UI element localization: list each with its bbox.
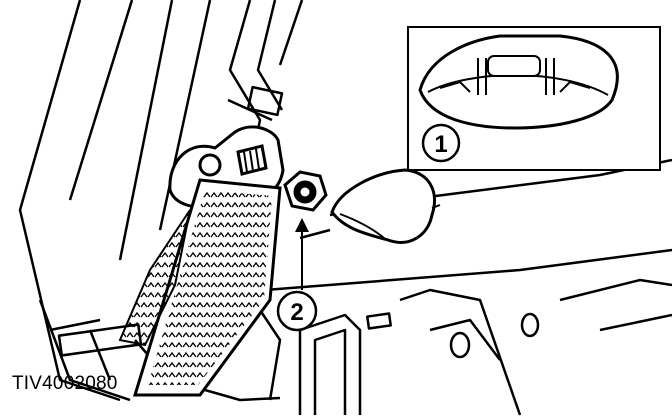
anchor-cover xyxy=(330,168,436,244)
seat-belt-webbing xyxy=(118,178,282,397)
callout-2-arrowhead xyxy=(295,218,309,232)
callout-2-label: 2 xyxy=(290,299,303,326)
figure-id-label: TIV4002080 xyxy=(12,373,118,394)
stud-bolt xyxy=(236,144,268,176)
cover-leader-line xyxy=(431,204,441,209)
anchor-nut xyxy=(283,170,328,212)
callout-2: 2 xyxy=(276,218,318,332)
callout-1: 1 xyxy=(421,123,461,163)
callout-1-label: 1 xyxy=(434,131,447,158)
